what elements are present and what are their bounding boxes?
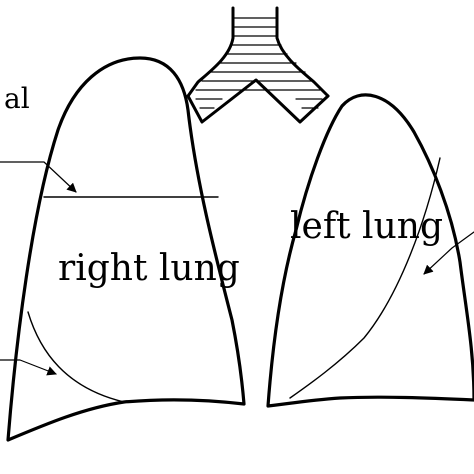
arrow-left-oblique-fissure — [423, 231, 474, 275]
right-oblique-fissure — [27, 311, 125, 403]
top-left-partial-label: al — [4, 82, 30, 115]
arrow-horizontal-fissure — [0, 161, 77, 193]
right-lung-outline — [6, 56, 246, 442]
arrow-right-oblique-fissure — [0, 359, 57, 376]
trachea-rings — [195, 17, 323, 109]
trachea-outline-left — [186, 6, 235, 98]
left-lung-outline — [266, 93, 474, 408]
trachea-outline-right — [275, 6, 330, 98]
left-lung-label: left lung — [290, 206, 443, 247]
right-bronchus — [186, 78, 330, 124]
left-oblique-fissure — [289, 157, 441, 399]
right-lung-label: right lung — [58, 248, 240, 289]
